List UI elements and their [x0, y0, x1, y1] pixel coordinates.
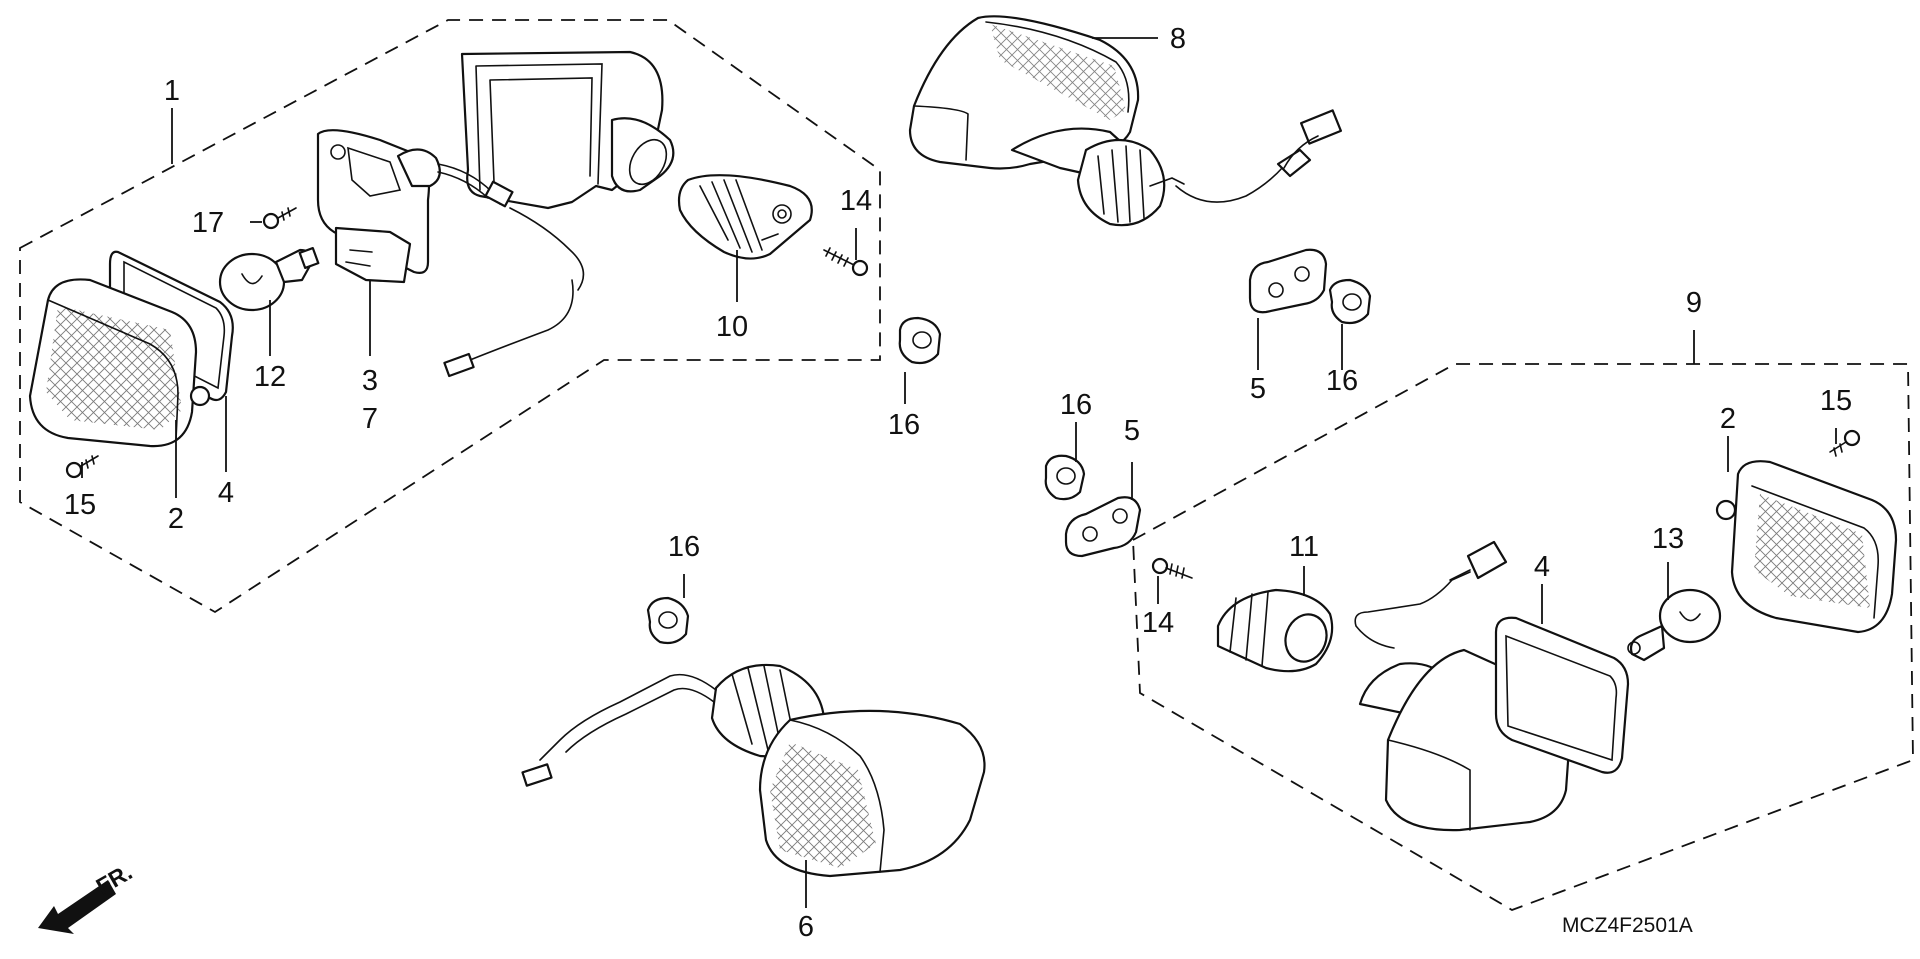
assembly-1-outline [19, 19, 881, 614]
callout-3: 3 [362, 365, 378, 397]
part-6-turn-signal [521, 663, 986, 878]
callout-2-left: 2 [168, 503, 184, 535]
callout-7: 7 [362, 403, 378, 435]
part-4-gasket-right [1494, 616, 1630, 774]
part-2-lens-left [28, 278, 211, 448]
part-1-housing [460, 50, 675, 210]
callout-leaders [81, 37, 1837, 908]
part-17-screw [262, 207, 297, 230]
callout-1: 1 [164, 75, 180, 107]
callout-5-lower: 5 [1124, 415, 1140, 447]
part-13-bulb [1627, 588, 1722, 662]
callout-16-d: 16 [668, 531, 700, 563]
callout-4-left: 4 [218, 477, 234, 509]
part-16-nut-d [646, 596, 690, 645]
callout-11: 11 [1289, 531, 1319, 563]
part-15-screw-right [1829, 429, 1861, 457]
callout-6: 6 [798, 911, 814, 943]
callout-5-upper: 5 [1250, 373, 1266, 405]
part-5-collar-lower [1064, 496, 1142, 558]
callout-9: 9 [1686, 287, 1702, 319]
part-11-socket-cover [1216, 588, 1334, 673]
part-16-nut-b [1328, 278, 1372, 325]
callout-2-right: 2 [1720, 403, 1736, 435]
part-16-nut-a [898, 316, 942, 365]
callout-14-left: 14 [840, 185, 872, 217]
callout-16-a: 16 [888, 409, 920, 441]
front-direction-indicator: FR. [38, 859, 137, 934]
assembly-9-outline [1132, 363, 1914, 911]
callout-10: 10 [716, 311, 748, 343]
part-8-turn-signal [908, 15, 1342, 227]
callout-17: 17 [192, 207, 224, 239]
callout-8: 8 [1170, 23, 1186, 55]
diagram-code: MCZ4F2501A [1562, 914, 1693, 937]
part-14-screw-right [1151, 557, 1193, 579]
callout-15-right: 15 [1820, 385, 1852, 417]
part-3-socket-assembly [316, 129, 585, 378]
part-14-screw-left [823, 247, 869, 277]
callout-13: 13 [1652, 523, 1684, 555]
part-12-bulb [218, 246, 320, 312]
callout-16-b: 16 [1326, 365, 1358, 397]
callout-14-right: 14 [1142, 607, 1174, 639]
part-2-lens-right [1715, 460, 1898, 634]
front-arrow-icon [38, 880, 116, 934]
part-10-socket-cover [677, 174, 813, 260]
part-16-nut-c [1044, 454, 1086, 501]
callout-15-left: 15 [64, 489, 96, 521]
callout-12: 12 [254, 361, 286, 393]
part-5-collar-upper [1248, 248, 1328, 314]
callout-4-right: 4 [1534, 551, 1550, 583]
part-15-screw-left [65, 455, 99, 479]
callout-16-c: 16 [1060, 389, 1092, 421]
